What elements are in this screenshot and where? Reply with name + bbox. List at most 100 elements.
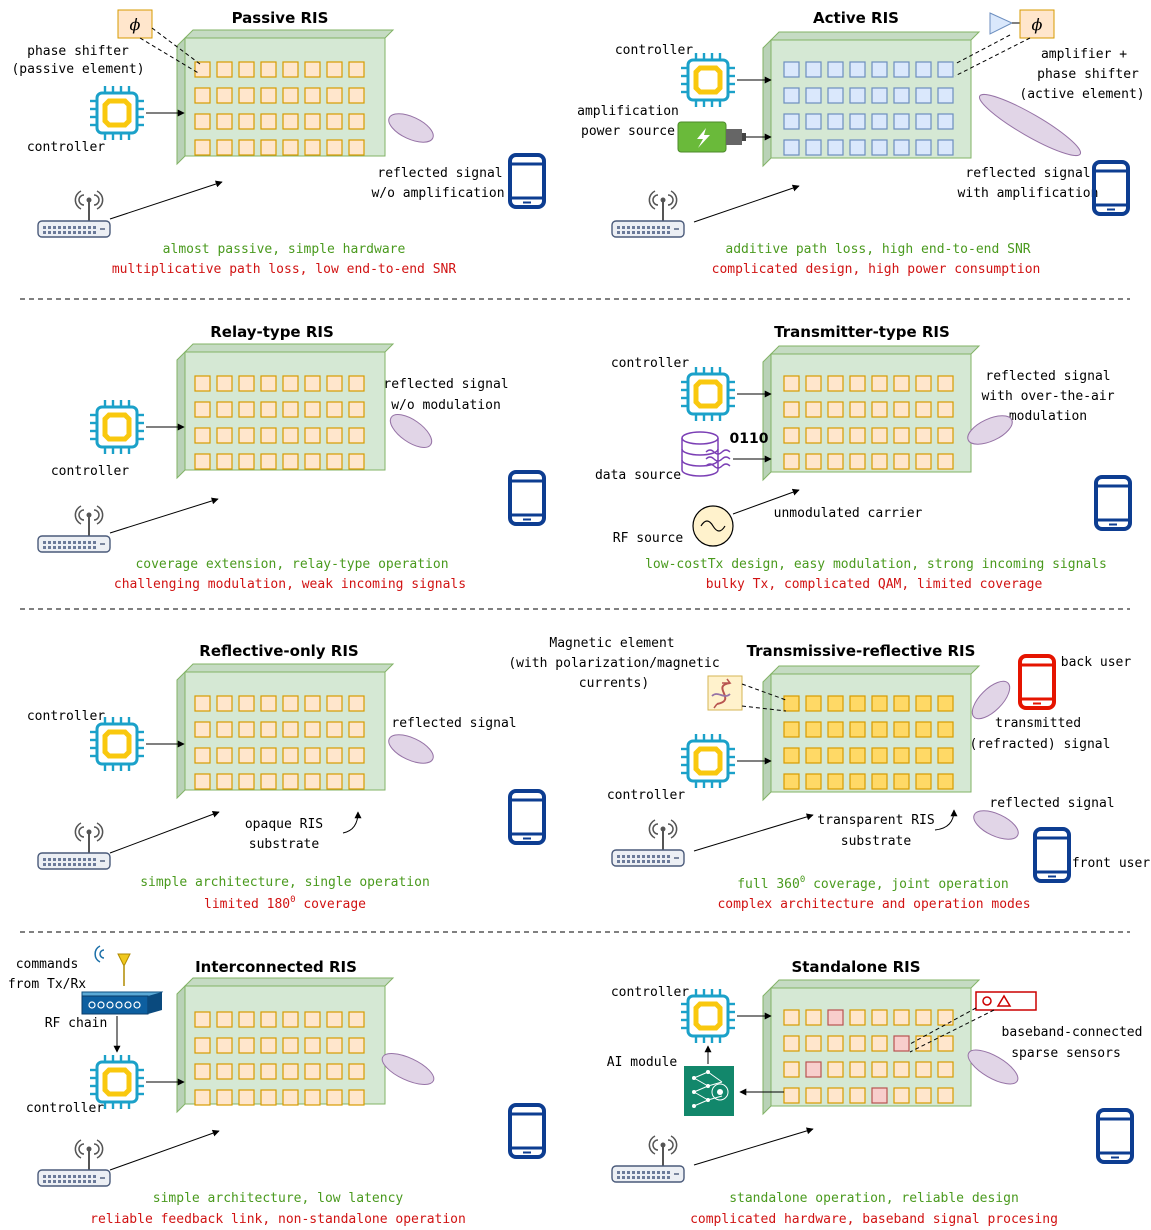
panel-passive-ris: Passive RIS ϕ phase shifter (passive ele…	[11, 9, 546, 277]
controller-label: controller	[26, 1101, 104, 1116]
ris-element	[783, 695, 800, 712]
panel-title: Reflective-only RIS	[199, 642, 358, 660]
ris-element	[238, 721, 255, 738]
ris-element	[783, 139, 800, 156]
cons-text: multiplicative path loss, low end-to-end…	[112, 262, 457, 277]
router-icon	[37, 505, 111, 553]
ris-element	[304, 375, 321, 392]
rf-chain-icon	[81, 991, 164, 1015]
ris-element	[326, 375, 343, 392]
ris-element	[238, 1037, 255, 1054]
ris-element	[326, 695, 343, 712]
substrate-label-line2: substrate	[249, 837, 320, 852]
router-icon	[37, 190, 111, 238]
ris-element	[326, 1037, 343, 1054]
ris-element	[871, 721, 888, 738]
ris-element	[871, 773, 888, 790]
smartphone-icon	[508, 1103, 546, 1159]
reflected-signal-beam	[388, 734, 434, 764]
battery-icon	[677, 121, 746, 153]
ris-element	[849, 747, 866, 764]
power-label-line2: power source	[581, 124, 675, 139]
pros-text: full 3600 coverage, joint operation	[737, 875, 1009, 892]
ris-element	[238, 61, 255, 78]
ris-element	[937, 1061, 954, 1078]
router-icon	[37, 1139, 111, 1187]
magnetic-label-line3: currents)	[579, 676, 649, 691]
smartphone-icon	[1096, 1108, 1134, 1164]
magnetic-label-line1: Magnetic element	[549, 636, 674, 651]
controller-chip-icon	[90, 400, 144, 454]
panel-active-ris: Active RIS controller amplification powe…	[577, 9, 1144, 277]
rf-source-label: RF source	[613, 531, 684, 546]
panel-title: Active RIS	[813, 9, 899, 27]
ris-element	[849, 375, 866, 392]
ris-element	[348, 61, 365, 78]
ris-element	[805, 1035, 822, 1052]
ris-element	[805, 721, 822, 738]
ris-element	[827, 1087, 844, 1104]
ris-element	[260, 1063, 277, 1080]
reflected-signal-beam	[381, 1053, 435, 1085]
ris-element	[348, 375, 365, 392]
ris-element	[194, 139, 211, 156]
ris-element	[304, 427, 321, 444]
ris-element	[915, 87, 932, 104]
signal-label-line2: w/o amplification	[371, 186, 504, 201]
cons-text: complicated design, high power consumpti…	[712, 262, 1041, 277]
ris-element	[326, 773, 343, 790]
ris-element	[849, 721, 866, 738]
ris-element	[849, 61, 866, 78]
pros-text: coverage extension, relay-type operation	[135, 557, 448, 572]
ris-element	[805, 375, 822, 392]
ris-element	[827, 113, 844, 130]
ris-element	[915, 695, 932, 712]
controller-chip-icon	[681, 989, 735, 1043]
modulated-signal-beam	[967, 415, 1013, 445]
ris-element	[326, 139, 343, 156]
ris-element	[915, 113, 932, 130]
ris-panel	[176, 663, 395, 800]
svg-text:ϕ: ϕ	[130, 15, 141, 34]
ris-element	[238, 453, 255, 470]
ris-element	[915, 453, 932, 470]
ris-element	[849, 427, 866, 444]
router-icon	[611, 190, 685, 238]
ris-element	[326, 1089, 343, 1106]
ris-element	[915, 427, 932, 444]
ris-element	[849, 113, 866, 130]
smartphone-icon	[508, 153, 546, 209]
ris-element	[348, 773, 365, 790]
ris-element	[871, 427, 888, 444]
controller-label: controller	[607, 788, 685, 803]
pros-text: low-costTx design, easy modulation, stro…	[645, 557, 1107, 572]
ris-element	[282, 113, 299, 130]
ris-element	[915, 1087, 932, 1104]
router-icon	[611, 819, 685, 867]
ris-element	[871, 1061, 888, 1078]
ris-element	[937, 453, 954, 470]
element-label-line3: (active element)	[1019, 87, 1144, 102]
ris-element	[871, 87, 888, 104]
ris-element	[304, 1011, 321, 1028]
ris-element	[805, 773, 822, 790]
ris-element	[304, 1089, 321, 1106]
magnetic-element-icon	[707, 675, 743, 711]
ris-element	[260, 1011, 277, 1028]
ris-element	[805, 113, 822, 130]
ris-element	[871, 1035, 888, 1052]
ris-element	[827, 401, 844, 418]
ris-element	[805, 747, 822, 764]
reflected-signal-beam	[967, 1049, 1019, 1085]
ris-element	[238, 695, 255, 712]
signal-label-line1: reflected signal	[965, 166, 1090, 181]
ris-element	[348, 721, 365, 738]
ris-element	[871, 113, 888, 130]
signal-label-line2: with over-the-air	[981, 389, 1114, 404]
smartphone-icon	[1018, 654, 1056, 710]
ris-panel	[176, 343, 395, 480]
ai-module-icon	[684, 1066, 734, 1116]
ris-element	[260, 1089, 277, 1106]
